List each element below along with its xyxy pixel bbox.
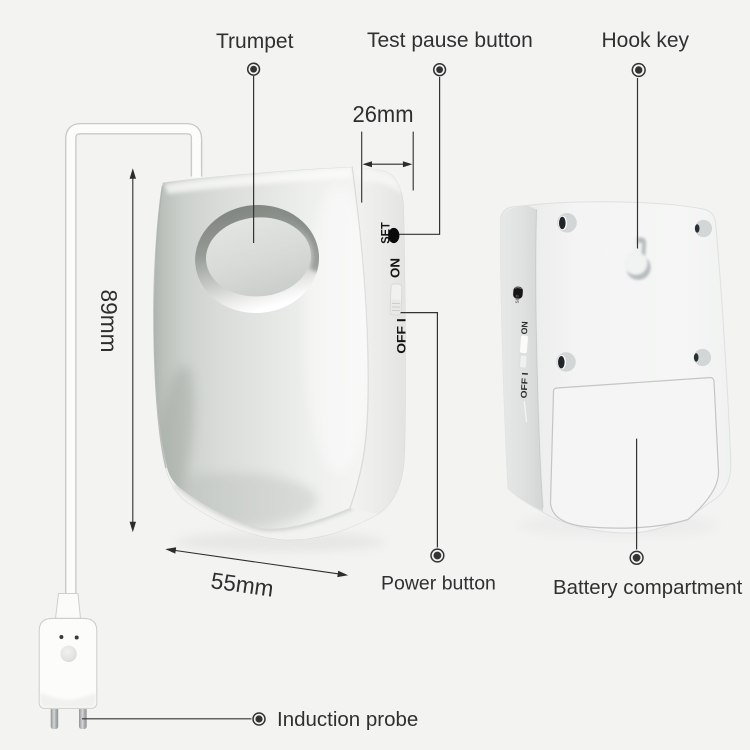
svg-text:Power button: Power button — [381, 573, 496, 595]
svg-text:Hook key: Hook key — [602, 29, 690, 52]
svg-text:OFF I: OFF I — [395, 318, 409, 354]
svg-text:SET: SET — [515, 294, 521, 303]
svg-text:Test pause button: Test pause button — [367, 29, 533, 52]
svg-text:Trumpet: Trumpet — [216, 30, 294, 53]
svg-text:OFF I: OFF I — [519, 372, 530, 398]
svg-text:Battery compartment: Battery compartment — [553, 577, 743, 599]
svg-text:89mm: 89mm — [96, 290, 122, 353]
svg-text:ON: ON — [389, 258, 403, 278]
svg-text:ON: ON — [519, 321, 530, 335]
svg-text:Induction probe: Induction probe — [277, 708, 418, 731]
svg-text:26mm: 26mm — [353, 101, 414, 127]
